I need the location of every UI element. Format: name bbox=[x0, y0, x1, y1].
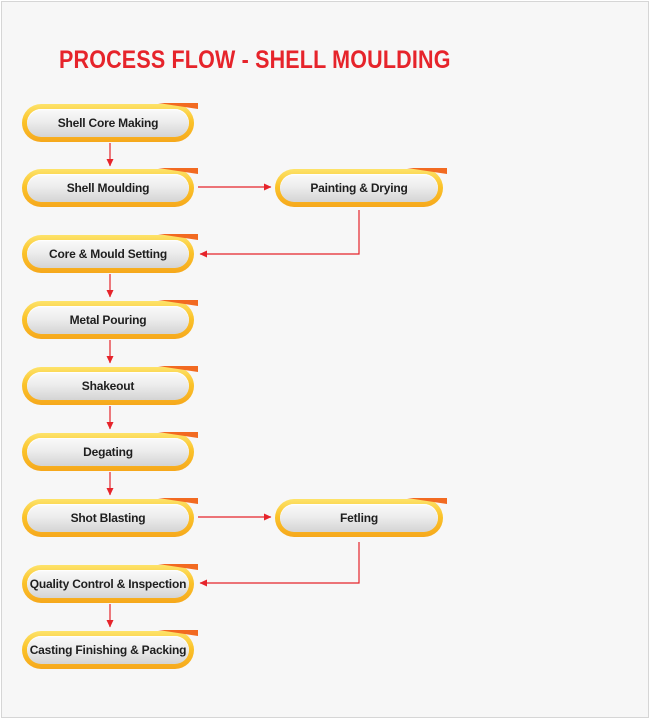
step-painting-drying: Painting & Drying bbox=[275, 168, 447, 207]
step-shot-blasting: Shot Blasting bbox=[22, 498, 198, 537]
step-label: Shell Core Making bbox=[57, 116, 159, 130]
step-casting-finishing-packing: Casting Finishing & Packing bbox=[22, 630, 198, 669]
step-label: Fetling bbox=[340, 511, 378, 525]
step-label: Degating bbox=[83, 445, 133, 459]
step-label: Painting & Drying bbox=[310, 181, 408, 195]
step-label: Shot Blasting bbox=[70, 511, 146, 525]
step-degating: Degating bbox=[22, 432, 198, 471]
step-label: Shakeout bbox=[81, 379, 135, 393]
arrow-painting-to-setting bbox=[199, 210, 360, 258]
step-quality-control-inspection: Quality Control & Inspection bbox=[22, 564, 198, 603]
step-label: Shell Moulding bbox=[66, 181, 150, 195]
step-shakeout: Shakeout bbox=[22, 366, 198, 405]
step-metal-pouring: Metal Pouring bbox=[22, 300, 198, 339]
step-label: Quality Control & Inspection bbox=[29, 577, 187, 591]
step-label: Metal Pouring bbox=[69, 313, 147, 327]
step-shell-moulding: Shell Moulding bbox=[22, 168, 198, 207]
step-fetling: Fetling bbox=[275, 498, 447, 537]
step-label: Core & Mould Setting bbox=[49, 247, 167, 261]
step-label: Casting Finishing & Packing bbox=[29, 643, 187, 657]
step-core-mould-setting: Core & Mould Setting bbox=[22, 234, 198, 273]
arrow-fetling-to-qc bbox=[199, 542, 360, 587]
step-shell-core-making: Shell Core Making bbox=[22, 103, 198, 142]
page-title: PROCESS FLOW - SHELL MOULDING bbox=[59, 46, 451, 74]
